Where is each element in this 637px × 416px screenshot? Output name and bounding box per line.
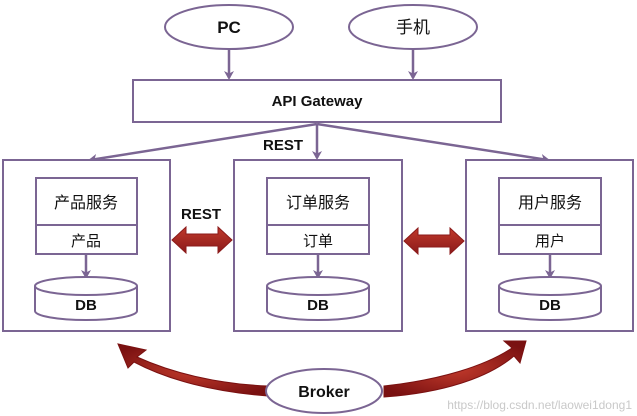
service-product-entity-box (35, 224, 138, 255)
db-order-cylinder (266, 276, 370, 321)
client-mobile: 手机 (348, 4, 478, 50)
service-order: 订单服务 订单 DB (233, 159, 403, 332)
service-user-entity: 用户 (535, 232, 565, 250)
broker: Broker (265, 368, 383, 414)
db-user-label: DB (539, 297, 561, 314)
broker-ellipse (265, 368, 383, 414)
service-order-name: 订单服务 (286, 193, 350, 212)
db-product-cylinder (34, 276, 138, 321)
db-order-label: DB (307, 297, 329, 314)
db-user-cylinder (498, 276, 602, 321)
broker-curve-right (383, 340, 527, 398)
broker-curve-left (117, 343, 269, 397)
service-user: 用户服务 用户 DB (465, 159, 634, 332)
arrow-gateway-to-user (316, 122, 550, 164)
arrow-gateway-to-product (88, 122, 318, 164)
client-pc: PC (164, 4, 294, 50)
rest-between-label: REST (181, 206, 221, 223)
service-product: 产品服务 产品 DB (2, 159, 171, 332)
broker-label: Broker (298, 384, 350, 401)
client-pc-label: PC (217, 18, 241, 37)
service-product-entity: 产品 (71, 232, 101, 250)
service-user-name-box (498, 177, 602, 226)
rest-protocol-label: REST (263, 137, 303, 154)
service-user-name: 用户服务 (518, 193, 582, 212)
service-user-entity-box (498, 224, 602, 255)
service-order-entity: 订单 (303, 232, 333, 250)
double-arrow-product-order (171, 225, 233, 255)
client-mobile-label: 手机 (396, 18, 430, 38)
api-gateway: API Gateway (132, 79, 502, 123)
service-order-name-box (266, 177, 370, 226)
watermark-text: https://blog.csdn.net/laowei1dong1 (447, 398, 632, 412)
db-product-label: DB (75, 297, 97, 314)
double-arrow-order-user (403, 226, 465, 256)
service-product-name: 产品服务 (54, 193, 118, 212)
api-gateway-label: API Gateway (272, 93, 364, 110)
api-gateway-box (132, 79, 502, 123)
